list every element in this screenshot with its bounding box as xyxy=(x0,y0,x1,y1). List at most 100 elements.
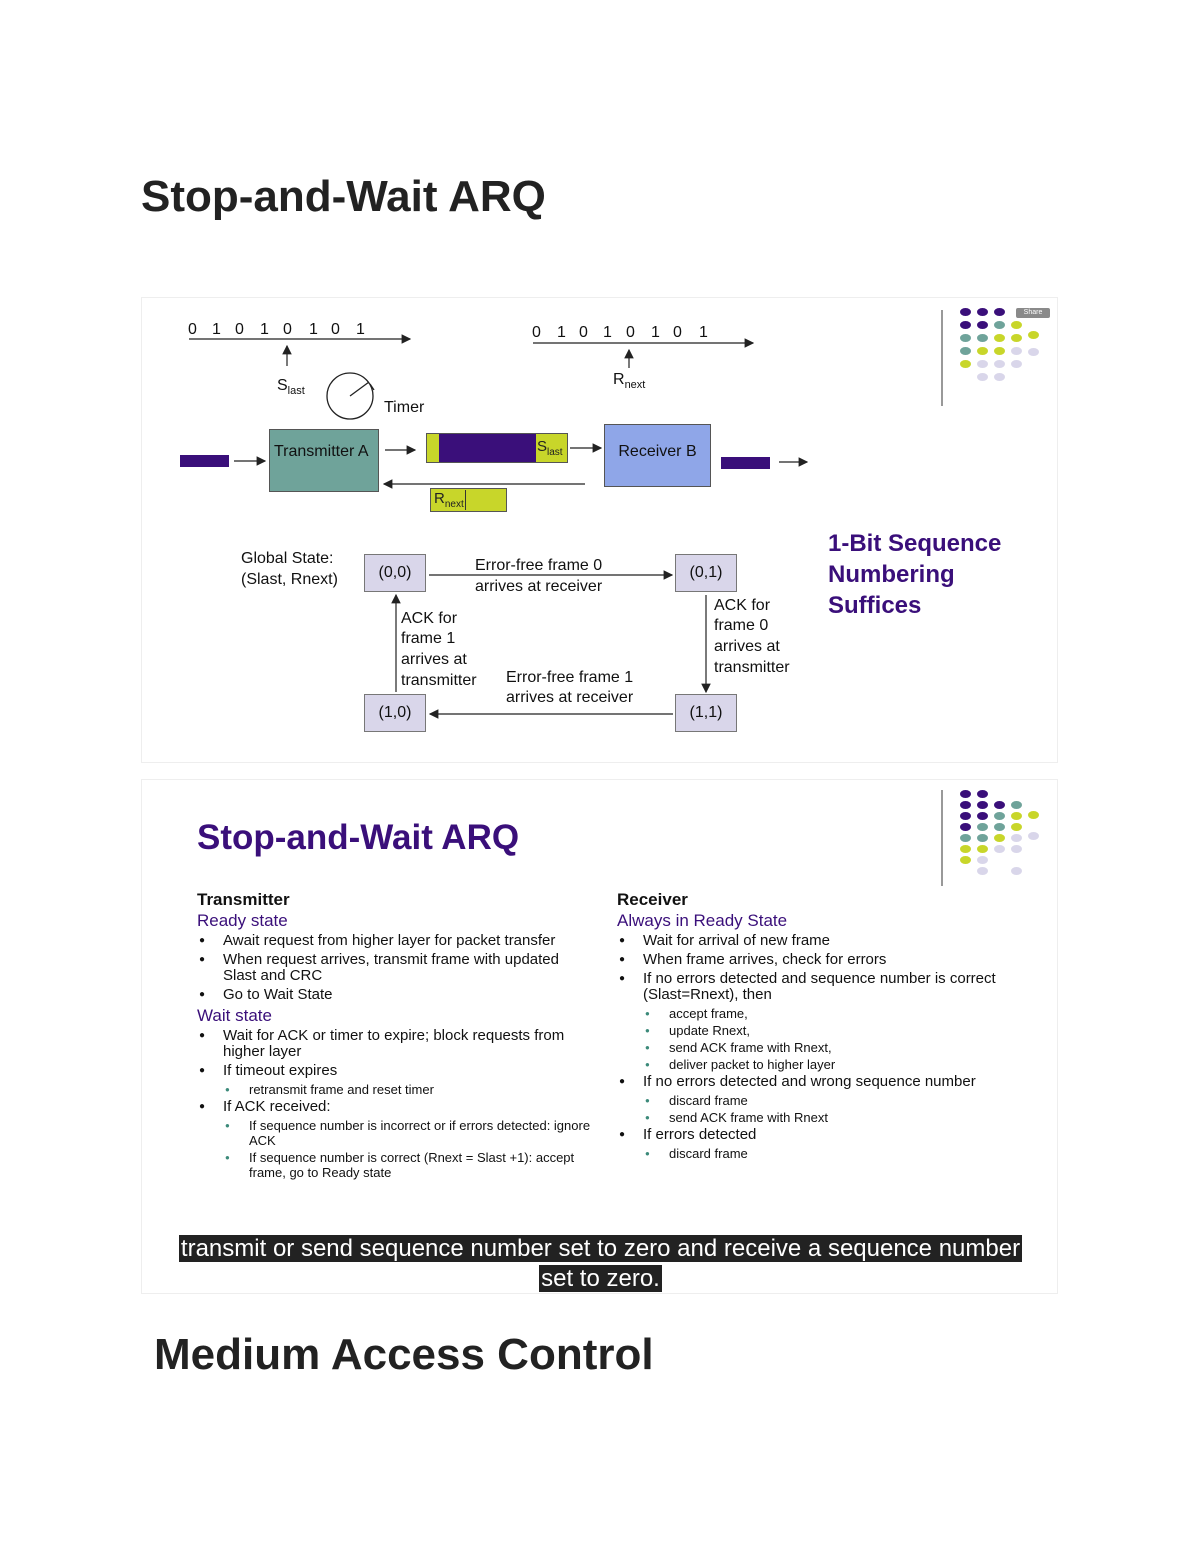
global-state-vars: (Slast, Rnext) xyxy=(241,571,338,588)
side-title: 1-Bit Sequence Numbering Suffices xyxy=(828,528,1001,621)
list-item: If no errors detected and wrong sequence… xyxy=(617,1074,1012,1091)
transmitter-a: Transmitter A xyxy=(269,429,379,492)
transition-right-line3: arrives at xyxy=(714,638,780,655)
transition-left-line4: transmitter xyxy=(401,672,477,689)
transition-top-line1: Error-free frame 0 xyxy=(475,557,603,574)
seq-digit: 0 xyxy=(579,324,588,341)
ack-frame: Rnext xyxy=(430,488,507,512)
list-item: When request arrives, transmit frame wit… xyxy=(197,952,592,984)
transition-left-line1: ACK for xyxy=(401,610,458,627)
output-packet xyxy=(721,457,770,469)
receiver-b: Receiver B xyxy=(604,424,711,487)
ack-seq-sub: next xyxy=(444,499,464,510)
list-item: If errors detected xyxy=(617,1127,1012,1144)
share-badge[interactable]: Share xyxy=(1016,308,1050,318)
input-packet xyxy=(180,455,229,467)
state-1-1: (1,1) xyxy=(675,694,737,732)
seq-digit: 1 xyxy=(603,324,612,341)
ack-seq-letter: R xyxy=(434,490,445,507)
receiver-heading: Receiver xyxy=(617,890,688,909)
side-title-line1: 1-Bit Sequence xyxy=(828,530,1002,557)
wait-state-list: Wait for ACK or timer to expire; block r… xyxy=(197,1028,592,1181)
state-0-1: (0,1) xyxy=(675,554,737,592)
seq-digit: 1 xyxy=(260,321,269,338)
side-title-line2: Numbering xyxy=(828,561,955,588)
ack-seq-field: Rnext xyxy=(434,490,466,510)
list-subitem: deliver packet to higher layer xyxy=(617,1057,1012,1072)
caption-line2: set to zero. xyxy=(539,1265,662,1292)
list-item: When frame arrives, check for errors xyxy=(617,952,1012,969)
caption-line1: transmit or send sequence number set to … xyxy=(178,1235,1023,1262)
diagram-lines xyxy=(189,334,809,719)
receiver-list: Wait for arrival of new frame When frame… xyxy=(617,933,1012,1162)
transition-right-line1: ACK for xyxy=(714,597,771,614)
list-subitem: discard frame xyxy=(617,1093,1012,1108)
always-ready-heading: Always in Ready State xyxy=(617,911,788,930)
transmitter-column: Transmitter Ready state Await request fr… xyxy=(197,890,592,1182)
seq-digit: 1 xyxy=(309,321,318,338)
video-caption: transmit or send sequence number set to … xyxy=(142,1234,1059,1294)
global-state-label: Global State: xyxy=(241,550,334,567)
timer-label: Timer xyxy=(384,399,425,416)
page-title: Stop-and-Wait ARQ xyxy=(141,172,546,221)
r-next-letter: R xyxy=(613,371,625,388)
list-subitem: If sequence number is correct (Rnext = S… xyxy=(197,1150,592,1180)
s-last-sub: last xyxy=(287,385,305,398)
list-subitem: send ACK frame with Rnext xyxy=(617,1110,1012,1125)
list-item: If timeout expires xyxy=(197,1063,592,1080)
slide-state-diagram: Share 0 1 0 1 0 xyxy=(141,297,1058,763)
r-next-sub: next xyxy=(624,379,646,392)
frame-seq-field: Slast xyxy=(537,438,563,458)
seq-digit: 0 xyxy=(188,321,197,338)
frame-seq-letter: S xyxy=(537,438,548,455)
transition-right-line2: frame 0 xyxy=(714,617,769,634)
slide-divider xyxy=(941,310,943,406)
seq-digit: 1 xyxy=(557,324,566,341)
receiver-column: Receiver Always in Ready State Wait for … xyxy=(617,890,1012,1163)
seq-digit: 0 xyxy=(532,324,541,341)
seq-digit: 0 xyxy=(283,321,292,338)
side-title-line3: Suffices xyxy=(828,592,922,619)
slide-title: Stop-and-Wait ARQ xyxy=(197,818,520,857)
seq-digit: 1 xyxy=(212,321,221,338)
list-item: If ACK received: xyxy=(197,1099,592,1116)
slide-divider xyxy=(941,790,943,886)
frame-seq-sub: last xyxy=(547,447,563,458)
r-next-label: Rnext xyxy=(613,370,645,395)
list-item: Wait for ACK or timer to expire; block r… xyxy=(197,1028,592,1060)
frame-outgoing: Slast xyxy=(426,433,568,463)
list-subitem: send ACK frame with Rnext, xyxy=(617,1040,1012,1055)
list-subitem: If sequence number is incorrect or if er… xyxy=(197,1118,592,1148)
transition-left-line3: arrives at xyxy=(401,651,467,668)
transition-bottom-line2: arrives at receiver xyxy=(506,689,634,706)
list-subitem: retransmit frame and reset timer xyxy=(197,1082,592,1097)
seq-digit: 0 xyxy=(626,324,635,341)
state-1-0: (1,0) xyxy=(364,694,426,732)
seq-digit: 1 xyxy=(651,324,660,341)
list-subitem: discard frame xyxy=(617,1146,1012,1161)
transition-right-line4: transmitter xyxy=(714,659,790,676)
s-last-letter: S xyxy=(277,377,288,394)
list-item: Go to Wait State xyxy=(197,987,592,1004)
list-item: Wait for arrival of new frame xyxy=(617,933,1012,950)
seq-digit: 1 xyxy=(699,324,708,341)
list-subitem: accept frame, xyxy=(617,1006,1012,1021)
slide-protocol-description: Stop-and-Wait ARQ Transmitter Ready stat… xyxy=(141,779,1058,1294)
ready-state-heading: Ready state xyxy=(197,911,288,930)
section-title: Medium Access Control xyxy=(154,1330,654,1379)
seq-digit: 1 xyxy=(356,321,365,338)
transmitter-heading: Transmitter xyxy=(197,890,290,909)
list-item: Await request from higher layer for pack… xyxy=(197,933,592,950)
ready-state-list: Await request from higher layer for pack… xyxy=(197,933,592,1004)
seq-digit: 0 xyxy=(235,321,244,338)
transition-bottom-line1: Error-free frame 1 xyxy=(506,669,634,686)
frame-payload xyxy=(439,434,536,462)
list-subitem: update Rnext, xyxy=(617,1023,1012,1038)
transition-left-line2: frame 1 xyxy=(401,630,456,647)
wait-state-heading: Wait state xyxy=(197,1006,272,1025)
seq-digit: 0 xyxy=(673,324,682,341)
list-item: If no errors detected and sequence numbe… xyxy=(617,971,1012,1003)
s-last-label: Slast xyxy=(277,376,305,401)
transition-top-line2: arrives at receiver xyxy=(475,578,603,595)
seq-digit: 0 xyxy=(331,321,340,338)
